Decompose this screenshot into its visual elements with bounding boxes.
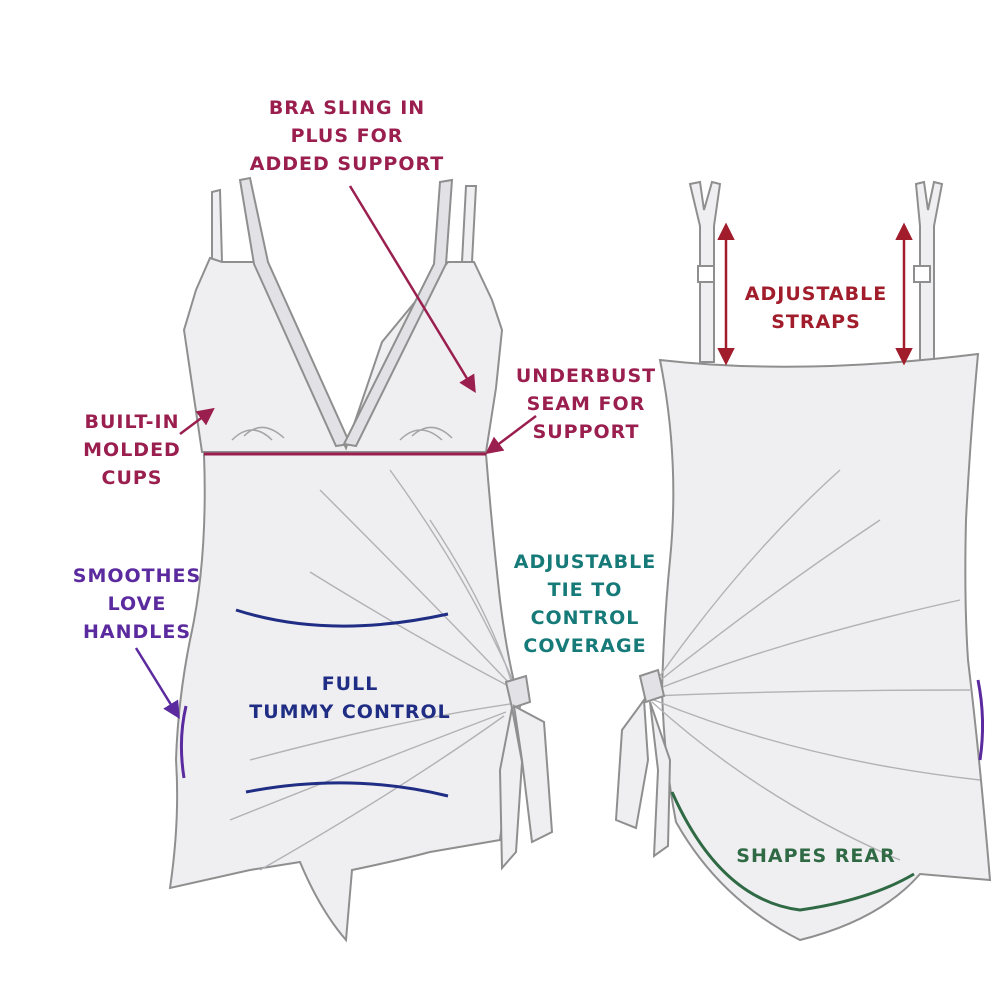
- label-tummy-control: FULL TUMMY CONTROL: [236, 670, 464, 726]
- tummy-control-curve-bottom: [245, 781, 449, 798]
- label-line: ADJUSTABLE: [744, 283, 888, 305]
- label-line: SEAM FOR: [526, 393, 646, 415]
- label-line: PLUS FOR: [290, 125, 404, 147]
- label-line: ADJUSTABLE: [513, 551, 657, 573]
- label-shapes-rear: SHAPES REAR: [722, 842, 910, 870]
- cup-gathers-left: [231, 426, 285, 441]
- back-body: [658, 352, 992, 942]
- label-line: SUPPORT: [532, 421, 640, 443]
- back-tie-knot: [638, 668, 666, 704]
- label-line: FULL: [321, 673, 379, 695]
- label-bra-sling: BRA SLING IN PLUS FOR ADDED SUPPORT: [232, 94, 462, 178]
- shapes-rear-curve: [670, 791, 915, 912]
- front-drape-folds: [229, 469, 517, 871]
- label-line: TUMMY CONTROL: [249, 701, 451, 723]
- label-line: SMOOTHES: [72, 565, 202, 587]
- label-molded-cups: BUILT-IN MOLDED CUPS: [70, 408, 194, 492]
- label-line: COVERAGE: [523, 635, 647, 657]
- front-tie-tail-2: [498, 707, 524, 871]
- underbust-arrow: [485, 415, 537, 455]
- label-adjustable-straps: ADJUSTABLE STRAPS: [734, 280, 898, 336]
- cup-gathers-right: [399, 426, 453, 441]
- back-tie-tail-2: [649, 701, 672, 859]
- label-underbust-seam: UNDERBUST SEAM FOR SUPPORT: [502, 362, 670, 446]
- molded-cups-arrow: [179, 407, 215, 435]
- back-side-curve: [976, 679, 985, 761]
- label-love-handles: SMOOTHES LOVE HANDLES: [62, 562, 212, 646]
- label-line: HANDLES: [82, 621, 192, 643]
- bra-sling-arrow: [348, 185, 476, 393]
- label-line: MOLDED: [83, 439, 181, 461]
- back-view: [614, 180, 992, 942]
- front-skirt: [168, 453, 522, 943]
- back-tie-tail-1: [614, 697, 650, 830]
- bra-sling-right: [342, 178, 454, 448]
- label-line: CONTROL: [530, 607, 640, 629]
- label-line: SHAPES REAR: [736, 845, 896, 867]
- love-handles-arrow: [134, 647, 180, 719]
- front-left-strap: [211, 188, 224, 263]
- front-bodice: [182, 256, 504, 453]
- front-right-strap: [460, 185, 478, 263]
- label-line: BUILT-IN: [84, 411, 180, 433]
- label-line: LOVE: [107, 593, 167, 615]
- front-view: [168, 176, 554, 943]
- label-line: CUPS: [101, 467, 163, 489]
- label-line: ADDED SUPPORT: [249, 153, 445, 175]
- back-right-slider: [913, 265, 931, 283]
- back-drape-folds: [647, 469, 981, 861]
- label-line: BRA SLING IN: [268, 97, 426, 119]
- love-handle-curve-1: [179, 705, 188, 779]
- label-line: STRAPS: [771, 311, 861, 333]
- tummy-control-curve-top: [235, 608, 449, 628]
- label-line: UNDERBUST: [515, 365, 657, 387]
- front-tie-knot: [504, 674, 532, 710]
- label-line: TIE TO: [547, 579, 623, 601]
- label-adjustable-tie: ADJUSTABLE TIE TO CONTROL COVERAGE: [498, 548, 672, 660]
- back-left-slider: [697, 265, 715, 283]
